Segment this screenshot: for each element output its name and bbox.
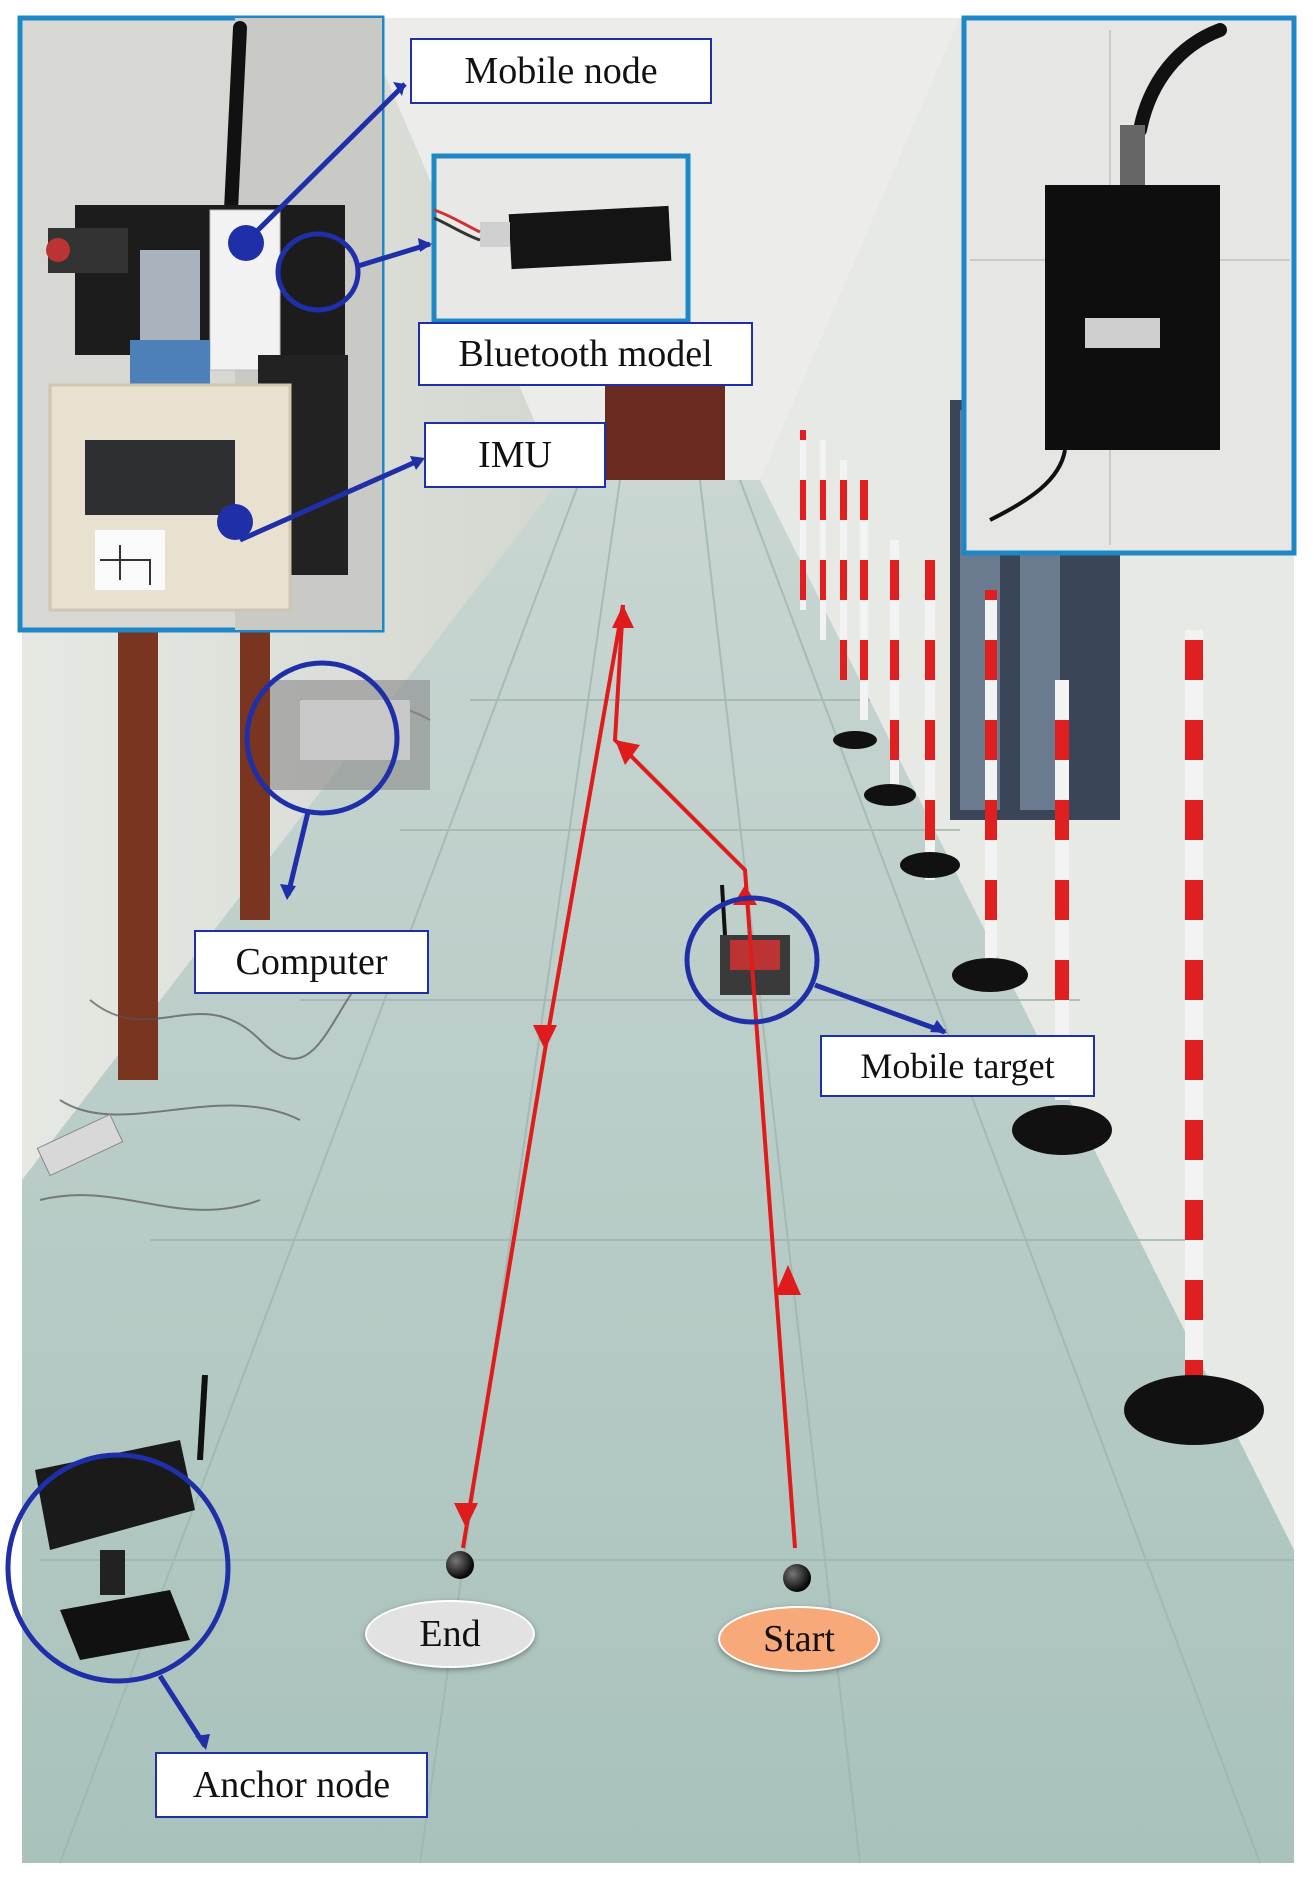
power-strip [36, 1113, 124, 1177]
anchor-node-device [35, 1374, 208, 1660]
label-bluetooth-model: Bluetooth model [418, 322, 753, 386]
poles [800, 430, 1264, 1445]
far-door [605, 380, 725, 490]
label-imu: IMU [424, 422, 606, 488]
inset-anchor-node [961, 15, 1297, 556]
label-mobile-node: Mobile node [410, 38, 712, 104]
floor [22, 480, 1294, 1863]
start-ball [783, 1564, 811, 1592]
left-door-frame [118, 620, 158, 1080]
end-marker: End [365, 1600, 535, 1668]
inset-bluetooth [431, 153, 691, 324]
label-mobile-target: Mobile target [820, 1035, 1095, 1097]
inset-mobile-node [17, 15, 385, 633]
callout-dots [195, 82, 947, 1750]
start-marker: Start [718, 1606, 880, 1672]
label-anchor-node: Anchor node [155, 1752, 428, 1818]
callouts [5, 82, 946, 1748]
end-ball [446, 1551, 474, 1579]
label-computer: Computer [194, 930, 429, 994]
